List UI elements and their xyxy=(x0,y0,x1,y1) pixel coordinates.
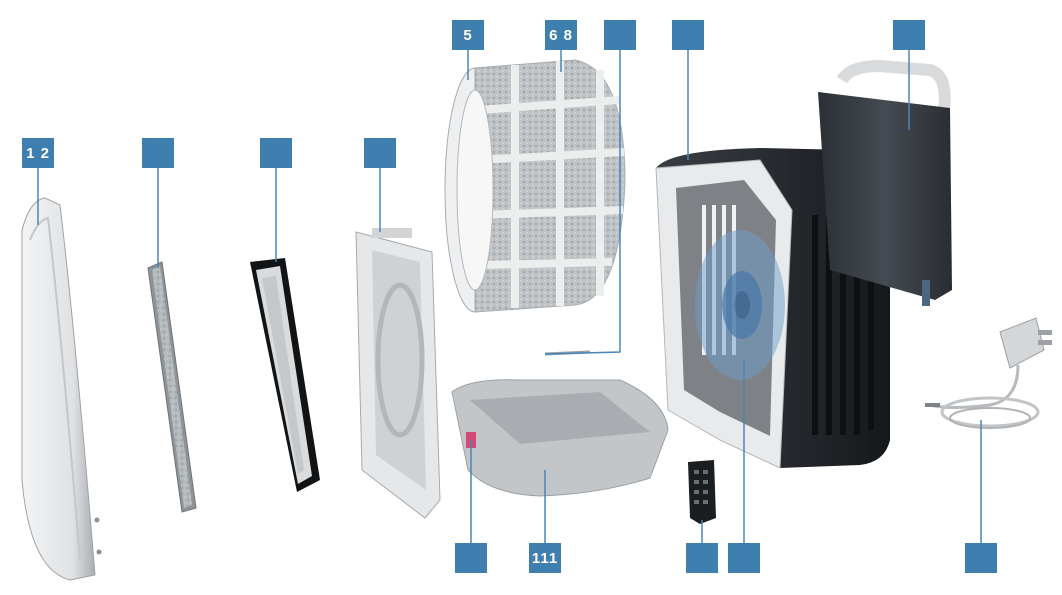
callout-label xyxy=(364,138,396,168)
callout-label: 111 xyxy=(529,543,561,573)
callout-label xyxy=(893,20,925,50)
humidifier-drum-part xyxy=(444,59,626,313)
leader-line xyxy=(544,50,621,355)
pre-filter-part xyxy=(147,261,197,513)
callout-label xyxy=(686,543,718,573)
callout-label xyxy=(260,138,292,168)
hepa-filter-part xyxy=(250,258,320,492)
callout-label: 1 2 xyxy=(22,138,54,168)
water-tank-part xyxy=(818,59,952,306)
leader-lines xyxy=(37,50,982,543)
front-panel-part xyxy=(21,197,102,581)
callout-label: 6 8 xyxy=(545,20,577,50)
callout-label xyxy=(728,543,760,573)
callout-label: 5 xyxy=(452,20,484,50)
remote-control-part xyxy=(688,460,716,524)
callout-label xyxy=(455,543,487,573)
water-tray-part xyxy=(451,379,669,497)
callout-label xyxy=(142,138,174,168)
power-adapter-part xyxy=(925,317,1052,429)
filter-frame-part xyxy=(355,228,441,519)
callout-label xyxy=(672,20,704,50)
callout-label xyxy=(965,543,997,573)
fan-part xyxy=(695,230,785,380)
callout-label xyxy=(604,20,636,50)
